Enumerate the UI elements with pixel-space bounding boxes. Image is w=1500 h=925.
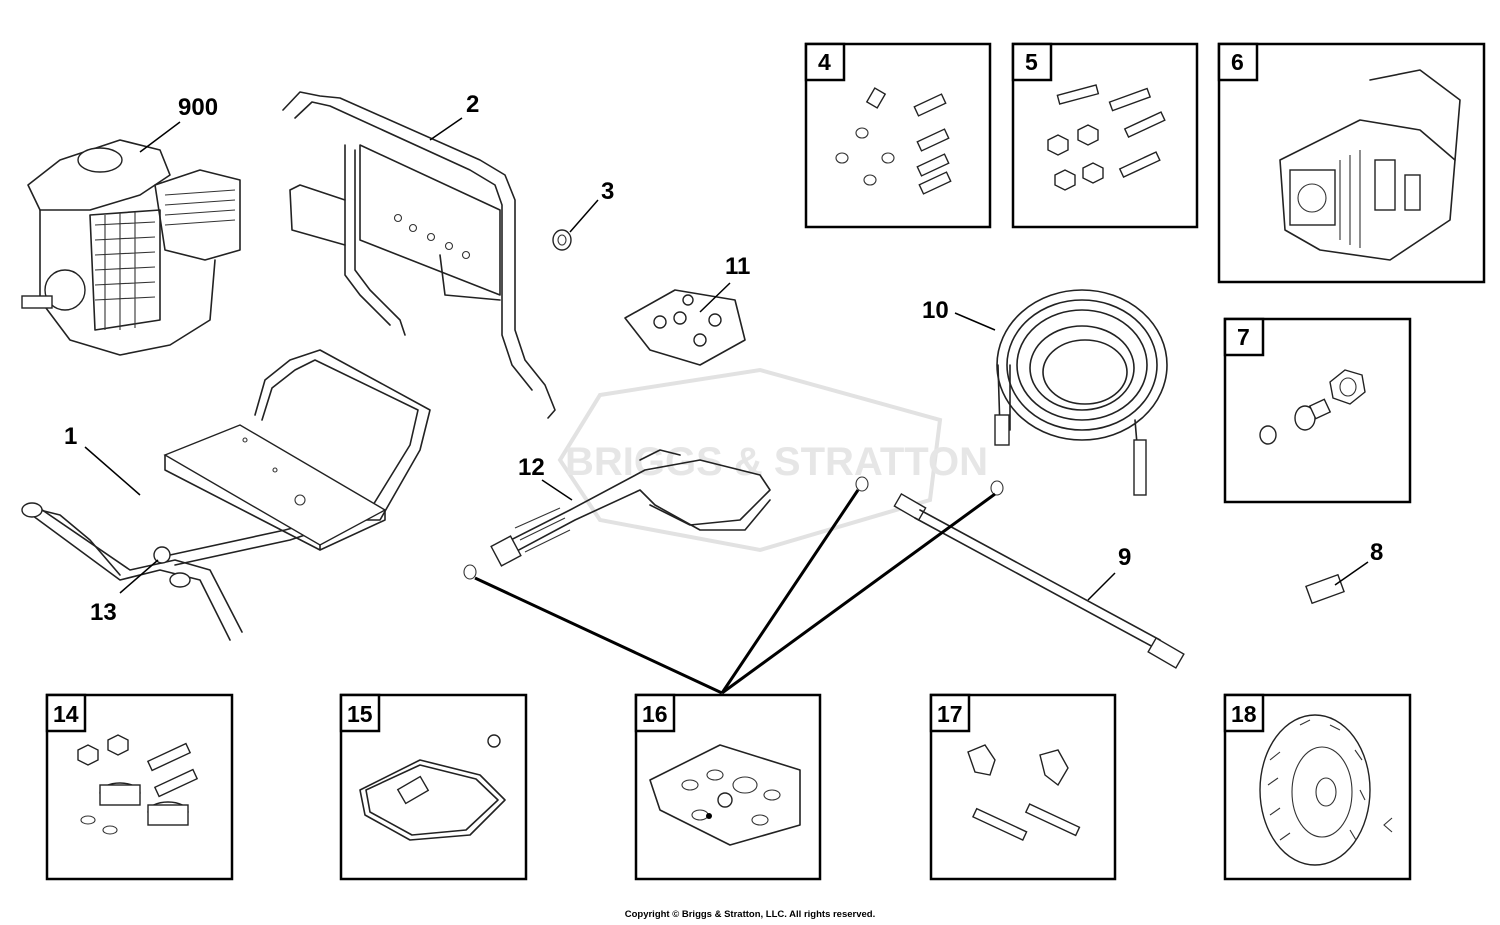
watermark-text: BRIGGS & STRATTON	[565, 440, 988, 484]
parts-box-14: 14	[45, 693, 234, 881]
callout-900: 900	[178, 94, 218, 121]
quick-connect-part	[1305, 573, 1345, 605]
belt-icon	[359, 734, 506, 841]
parts-box-18: 18	[1223, 693, 1412, 881]
leader-lines	[84, 117, 1369, 695]
callout-13: 13	[90, 599, 117, 626]
base-frame-part	[21, 349, 431, 641]
engine-part	[21, 139, 241, 356]
box-label-7: 7	[1237, 324, 1250, 350]
callout-9: 9	[1118, 544, 1131, 571]
knobs-bolts-icon	[967, 744, 1081, 841]
callout-11: 11	[725, 253, 750, 280]
parts-box-5: 5	[1011, 42, 1199, 229]
spray-gun-part	[490, 449, 771, 567]
pump-icon	[1279, 69, 1461, 261]
frame-handle-part	[282, 91, 556, 419]
o-ring-kit-icon	[649, 744, 801, 846]
parts-box-17: 17	[929, 693, 1117, 881]
parts-box-4: 4	[804, 42, 992, 229]
bolts-nuts-icon	[1047, 84, 1166, 191]
box-label-14: 14	[53, 701, 79, 727]
wheel-icon	[1259, 714, 1393, 866]
nozzle-kit-part	[624, 289, 746, 366]
box-label-5: 5	[1025, 49, 1038, 75]
callout-1: 1	[64, 423, 77, 450]
parts-box-16: 16	[634, 693, 822, 881]
copyright-notice: Copyright © Briggs & Stratton, LLC. All …	[624, 909, 876, 920]
wand-part	[893, 492, 1185, 669]
grommet-part	[552, 229, 572, 251]
box-label-18: 18	[1231, 701, 1257, 727]
isolators-icon	[77, 734, 199, 835]
box-label-15: 15	[347, 701, 373, 727]
box-label-4: 4	[818, 49, 831, 75]
callout-12: 12	[518, 454, 545, 481]
parts-box-7: 7	[1223, 317, 1412, 504]
callout-2: 2	[466, 91, 479, 118]
parts-box-15: 15	[339, 693, 528, 881]
brand-watermark: BRIGGS & STRATTON	[557, 367, 988, 553]
screws-icon	[835, 87, 952, 195]
callout-8: 8	[1370, 539, 1383, 566]
box-label-6: 6	[1231, 49, 1244, 75]
hose-part	[994, 289, 1168, 496]
box-label-16: 16	[642, 701, 668, 727]
o-rings	[463, 476, 1004, 580]
box-label-17: 17	[937, 701, 963, 727]
parts-box-6: 6	[1217, 42, 1486, 284]
callout-10: 10	[922, 297, 949, 324]
valve-fittings-icon	[1259, 369, 1366, 445]
callout-3: 3	[601, 178, 614, 205]
